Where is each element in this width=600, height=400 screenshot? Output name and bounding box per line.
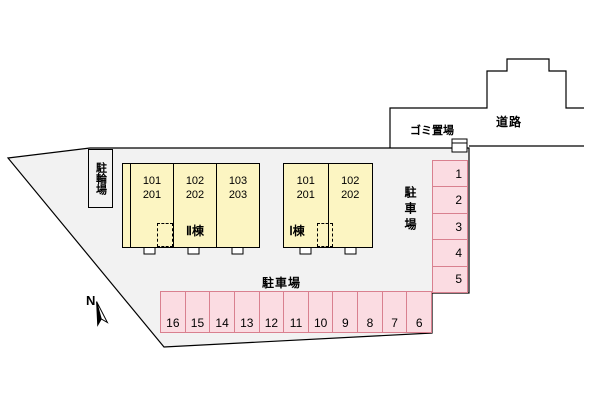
parking-space-11: 11 xyxy=(283,291,309,333)
parking-space-6: 6 xyxy=(406,291,433,333)
parking-space-number: 11 xyxy=(289,316,303,330)
road-outline xyxy=(389,58,584,148)
parking-space-number: 10 xyxy=(313,316,328,330)
unit-1-102: 102 202 xyxy=(327,164,373,247)
parking-space-7: 7 xyxy=(381,291,408,333)
unit-number: 102 xyxy=(341,175,360,187)
parking-space-9: 9 xyxy=(332,291,359,333)
unit-1-101: 101 201 xyxy=(284,164,328,247)
parking-space-number: 4 xyxy=(455,245,462,260)
unit-number: 202 xyxy=(185,189,205,201)
compass-needle-icon xyxy=(96,301,109,327)
parking-space-number: 1 xyxy=(455,166,462,181)
parking-space-number: 14 xyxy=(215,316,229,330)
parking-space-14: 14 xyxy=(209,291,235,333)
building-2-stair-strip xyxy=(123,164,131,247)
parking-space-5: 5 xyxy=(432,265,468,294)
unit-2-101: 101 201 xyxy=(131,164,173,247)
unit-number: 102 xyxy=(185,175,205,187)
unit-number: 202 xyxy=(341,189,360,201)
building-2-entrance xyxy=(157,223,173,247)
parking-space-4: 4 xyxy=(432,239,468,267)
building-2-label: Ⅱ棟 xyxy=(186,224,204,238)
parking-bottom-label: 駐車場 xyxy=(262,276,302,290)
compass-north-label: N xyxy=(86,293,96,308)
parking-row: 16 15 14 13 12 11 10 9 8 7 6 xyxy=(160,291,433,333)
porch-icon xyxy=(187,246,200,255)
porch-icon xyxy=(344,246,357,255)
parking-space-3: 3 xyxy=(432,212,468,241)
parking-right-label: 駐車場 xyxy=(403,186,417,234)
unit-number: 103 xyxy=(228,175,248,187)
bicycle-parking-label: 駐輪場 xyxy=(94,162,107,195)
parking-space-15: 15 xyxy=(184,291,211,333)
parking-space-number: 8 xyxy=(366,316,374,330)
building-1-label: Ⅰ棟 xyxy=(289,224,305,238)
garbage-area-label: ゴミ置場 xyxy=(410,125,454,137)
unit-number: 203 xyxy=(228,189,248,201)
parking-space-1: 1 xyxy=(432,160,468,188)
parking-space-number: 12 xyxy=(264,316,279,330)
unit-2-102: 102 202 xyxy=(173,164,216,247)
parking-column: 1 2 3 4 5 xyxy=(432,160,468,294)
parking-space-12: 12 xyxy=(258,291,285,333)
garbage-box-icon xyxy=(451,138,468,153)
parking-space-number: 6 xyxy=(415,316,423,330)
parking-space-10: 10 xyxy=(307,291,334,333)
building-2: 101 201 102 202 103 203 xyxy=(122,163,260,248)
porch-icon xyxy=(231,246,244,255)
unit-number: 101 xyxy=(296,175,315,187)
unit-number: 101 xyxy=(142,175,162,187)
parking-space-13: 13 xyxy=(233,291,260,333)
building-1: 101 201 102 202 xyxy=(283,163,373,248)
parking-space-number: 13 xyxy=(240,316,254,330)
parking-space-16: 16 xyxy=(160,291,186,333)
parking-space-number: 7 xyxy=(391,316,398,330)
building-1-entrance xyxy=(317,223,333,247)
unit-number: 201 xyxy=(296,189,315,201)
parking-space-number: 9 xyxy=(341,316,349,330)
unit-number: 201 xyxy=(142,189,162,201)
porch-icon xyxy=(299,246,312,255)
porch-icon xyxy=(143,246,156,255)
parking-space-number: 3 xyxy=(455,219,462,234)
unit-2-103: 103 203 xyxy=(216,164,259,247)
parking-space-number: 5 xyxy=(455,272,462,287)
parking-space-number: 15 xyxy=(190,316,205,330)
parking-space-number: 16 xyxy=(166,316,180,330)
parking-space-number: 2 xyxy=(455,193,462,208)
road-label: 道路 xyxy=(496,115,523,129)
bicycle-parking-area: 駐輪場 xyxy=(88,149,113,208)
parking-space-8: 8 xyxy=(357,291,383,333)
parking-space-2: 2 xyxy=(432,186,468,214)
